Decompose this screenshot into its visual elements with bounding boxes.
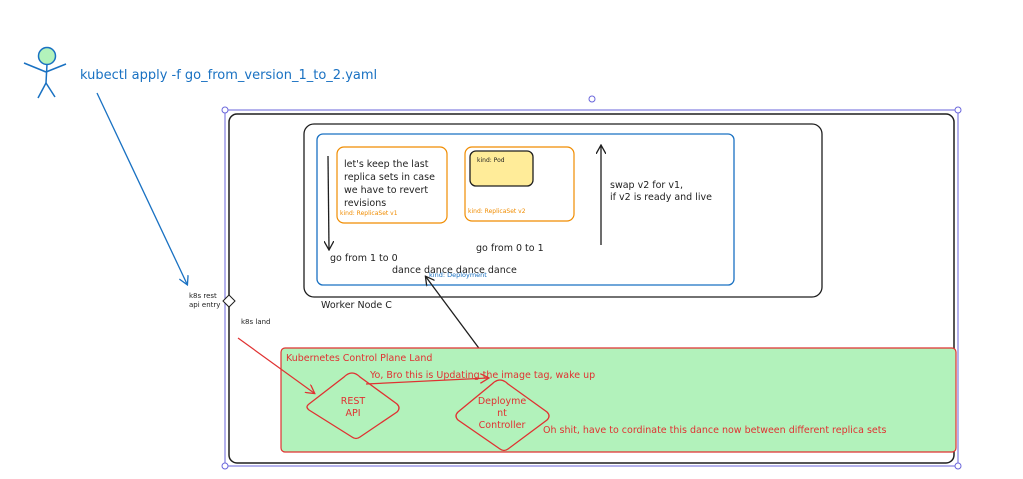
control-plane-box — [280, 347, 957, 453]
message-arrow — [365, 378, 488, 385]
command-arrow — [96, 92, 187, 284]
deployment-controller-label-line3: Controller — [479, 420, 526, 431]
swap-note-line1: swap v2 for v1, — [610, 180, 683, 191]
cluster-box — [228, 113, 955, 464]
replicaset-v1-note-line4: revisions — [344, 198, 386, 209]
selection-frame — [221, 95, 962, 470]
k8s-land-label: k8s land — [241, 318, 271, 326]
worker-node-label: Worker Node C — [321, 300, 392, 311]
go-0-to-1-label: go from 0 to 1 — [476, 243, 544, 254]
replicaset-v2-kind-label: kind: ReplicaSet v2 — [468, 208, 526, 215]
go-1-to-0-label: go from 1 to 0 — [330, 253, 398, 264]
api-entry-label: api entry — [189, 301, 220, 309]
deployment-controller-diamond — [455, 379, 550, 452]
entry-arrow — [237, 337, 314, 393]
kubectl-command: kubectl apply -f go_from_version_1_to_2.… — [80, 68, 377, 83]
replicaset-v2-box — [464, 146, 575, 222]
pod-box — [469, 150, 534, 187]
rest-api-label-line2: API — [345, 408, 360, 419]
rest-api-diamond — [306, 372, 400, 440]
deployment-box — [316, 133, 735, 286]
control-plane-title: Kubernetes Control Plane Land — [286, 353, 432, 364]
api-entry-diamond — [222, 294, 236, 308]
replicaset-v1-kind-label: kind: ReplicaSet v1 — [340, 210, 398, 217]
replicaset-v1-note-line1: let's keep the last — [344, 159, 429, 170]
replicaset-v1-box — [336, 146, 448, 224]
swap-note-line2: if v2 is ready and live — [610, 192, 712, 203]
deployment-kind-label: kind: Deployment — [429, 271, 487, 279]
worker-node-box — [303, 123, 823, 298]
replicaset-v1-note-line2: replica sets in case — [344, 172, 435, 183]
scale-down-arrow — [328, 155, 329, 249]
stick-figure-icon — [23, 46, 67, 99]
coordination-note: Oh shit, have to cordinate this dance no… — [543, 425, 886, 436]
deployment-controller-label-line2: nt — [497, 408, 507, 419]
deployment-controller-label-line1: Deployme — [478, 396, 527, 407]
message-label: Yo, Bro this is Updating the image tag, … — [369, 370, 595, 381]
pod-kind-label: kind: Pod — [477, 157, 505, 164]
k8s-rest-label: k8s rest — [189, 292, 217, 300]
rest-api-label-line1: REST — [341, 396, 366, 407]
dance-label: dance dance dance dance — [392, 265, 517, 276]
replicaset-v1-note-line3: we have to revert — [344, 185, 428, 196]
